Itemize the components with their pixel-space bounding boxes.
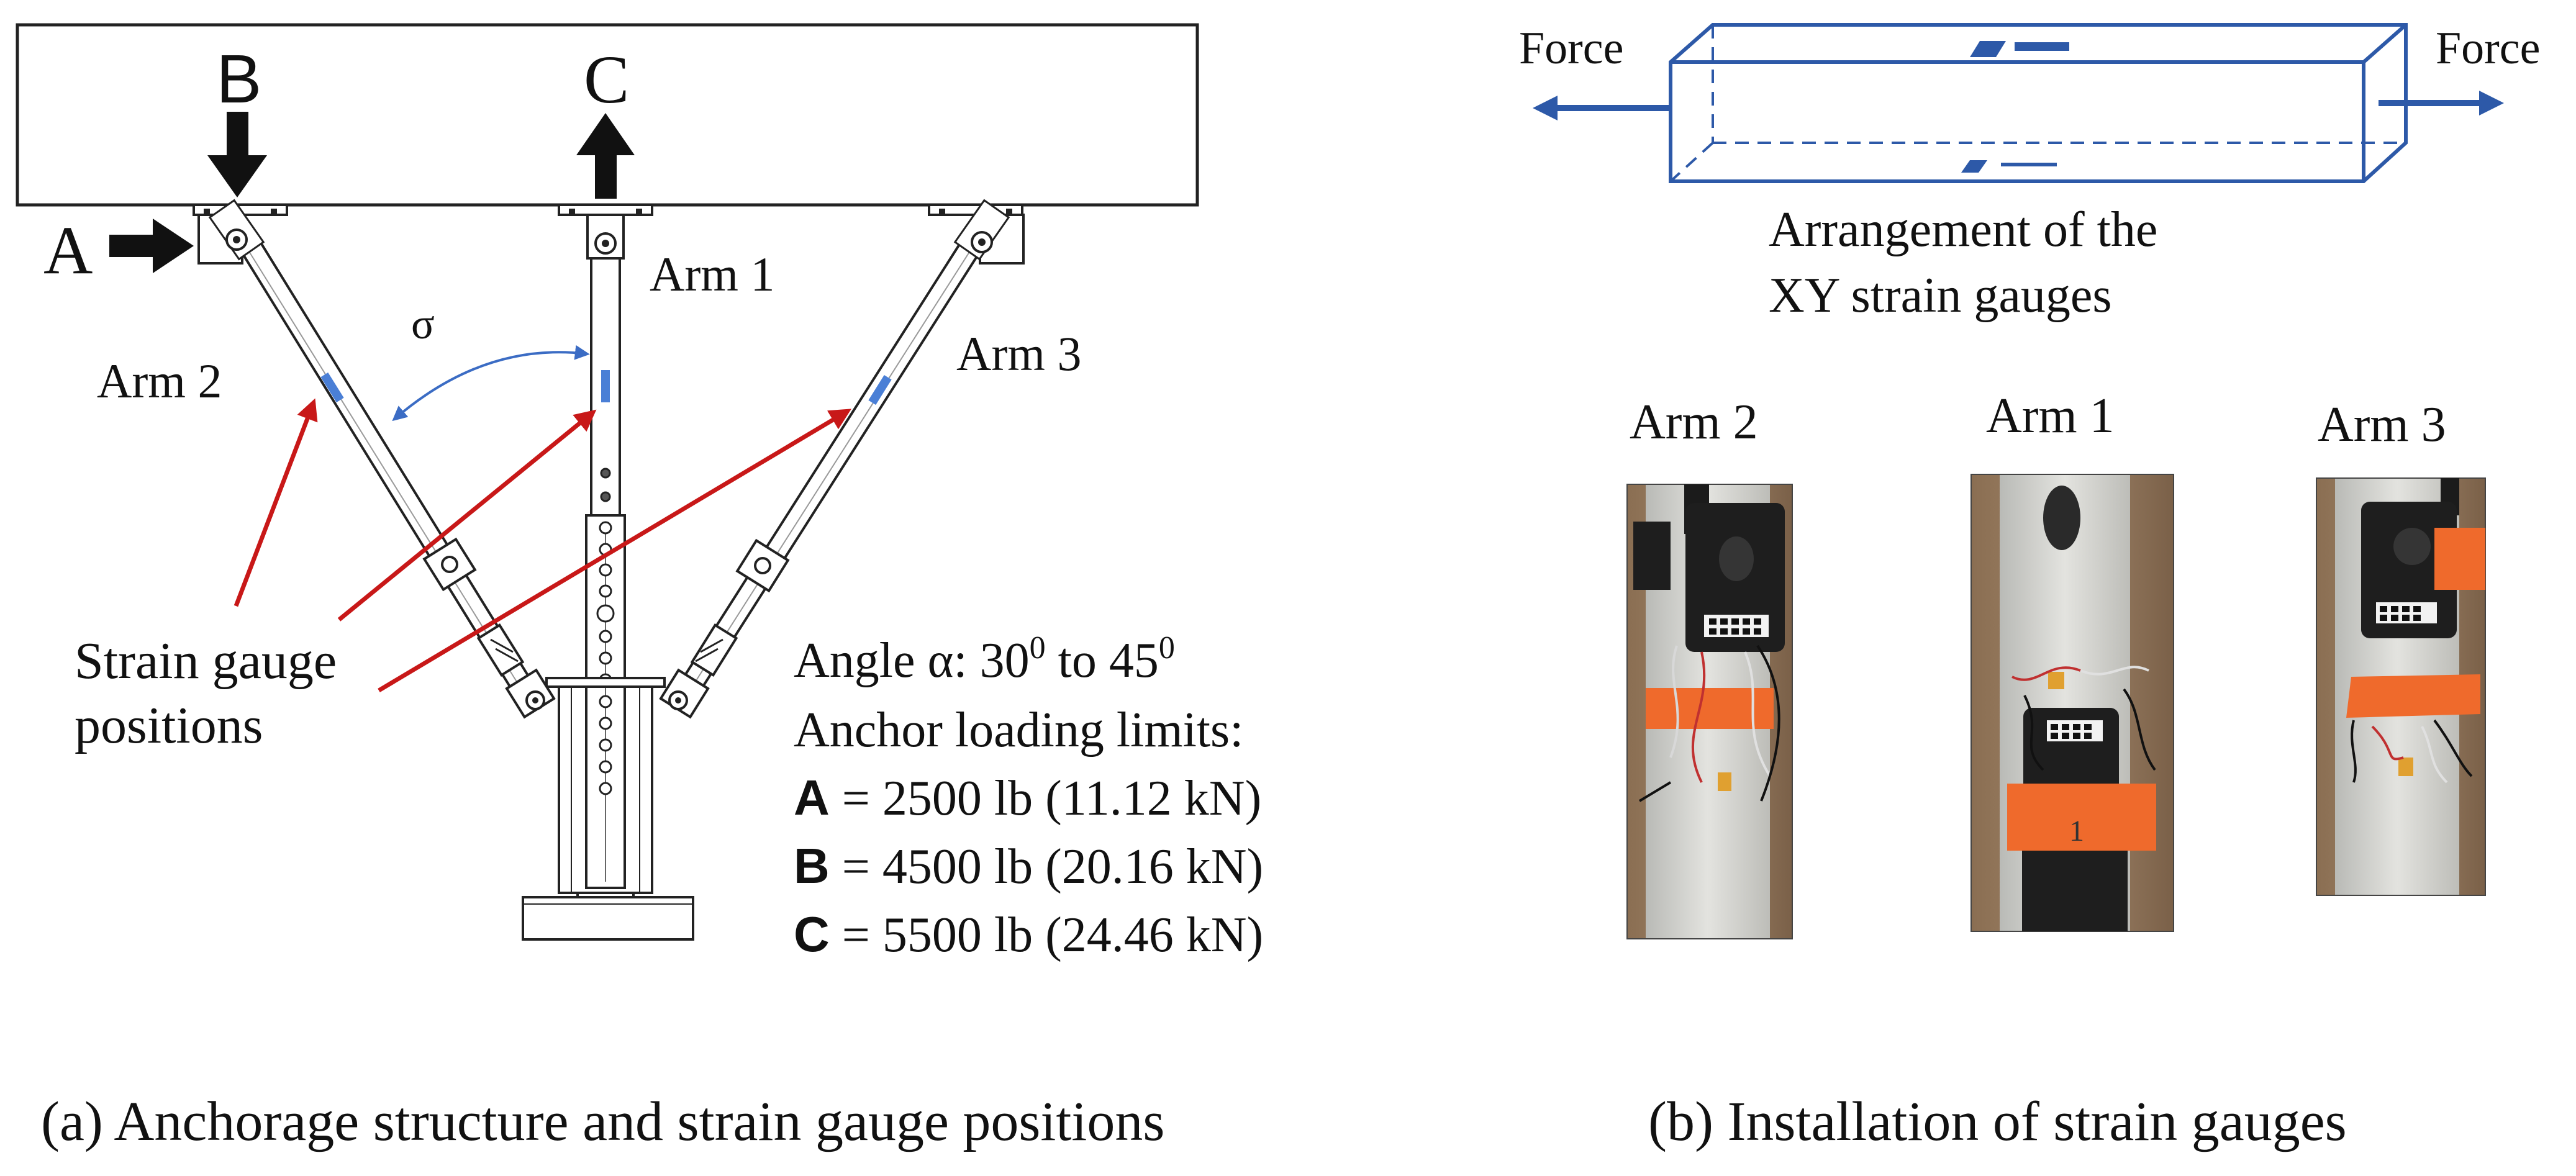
arm-2-label: Arm 2 (97, 354, 222, 408)
load-arrow-c (576, 113, 635, 199)
photo-arm-3 (2316, 477, 2486, 896)
limits-title: Anchor loading limits: (794, 703, 1243, 758)
photo-arm-1: 1 (1971, 474, 2174, 932)
load-arrow-a (109, 219, 194, 273)
photo-label-arm-3: Arm 3 (2318, 397, 2446, 452)
red-arrow-3 (378, 409, 852, 693)
panel-b-strain-gauge-installation: Force Force Arrangement of the XY strain… (1519, 23, 2541, 1152)
arm-1-label: Arm 1 (650, 247, 774, 301)
top-bracket-left (193, 199, 288, 265)
load-label-c: C (584, 42, 629, 117)
caption-a: (a) Anchorage structure and strain gauge… (41, 1091, 1164, 1152)
arm-2-lower-hinge (476, 623, 556, 719)
load-label-b: B (216, 41, 261, 117)
limit-b: B = 4500 lb (20.16 kN) (794, 838, 1263, 894)
arrangement-label-line-1: Arrangement of the (1769, 202, 2157, 257)
load-label-a: A (43, 212, 93, 288)
force-label-right: Force (2436, 23, 2541, 74)
arm-3-label: Arm 3 (956, 327, 1081, 381)
arrangement-label-line-2: XY strain gauges (1769, 268, 2111, 323)
photo-arm-2 (1626, 484, 1793, 939)
strain-gauge-pointer-arrows (234, 398, 852, 693)
load-arrow-b (207, 112, 267, 197)
limit-a: A = 2500 lb (11.12 kN) (794, 770, 1261, 826)
arm-3-lower-hinge (659, 623, 738, 719)
arm-2-mid-joint (422, 537, 477, 592)
photo-label-arm-1: Arm 1 (1986, 389, 2115, 443)
red-arrow-1 (234, 398, 318, 607)
box-gauges (1961, 41, 2069, 173)
arm-3-mid-joint (735, 538, 790, 593)
photo-label-arm-2: Arm 2 (1630, 395, 1758, 450)
angle-range-text: Angle α: 300 to 450 (794, 630, 1175, 688)
tape-number: 1 (2069, 815, 2084, 848)
strain-gauge-label-line-1: Strain gauge (75, 632, 337, 690)
top-bracket-center (558, 204, 653, 260)
top-bracket-right (928, 199, 1025, 265)
sigma-label: σ (411, 301, 435, 348)
caption-b: (b) Installation of strain gauges (1648, 1091, 2347, 1152)
red-arrow-2 (337, 409, 597, 622)
gauge-mark-arm-1 (601, 370, 610, 402)
strain-gauge-label-line-2: positions (75, 697, 263, 754)
sigma-angle-arc (392, 345, 590, 422)
gauge-mark-arm-3 (868, 374, 892, 405)
base-post (522, 677, 694, 941)
specimen-box (1669, 23, 2408, 183)
gauge-mark-arm-2 (320, 372, 344, 403)
force-label-left: Force (1519, 23, 1624, 74)
panel-a-anchorage-drawing: B C A Arm 1 Arm 2 Arm 3 σ Strain gauge p… (16, 23, 1263, 1152)
limit-c: C = 5500 lb (24.46 kN) (794, 907, 1263, 962)
